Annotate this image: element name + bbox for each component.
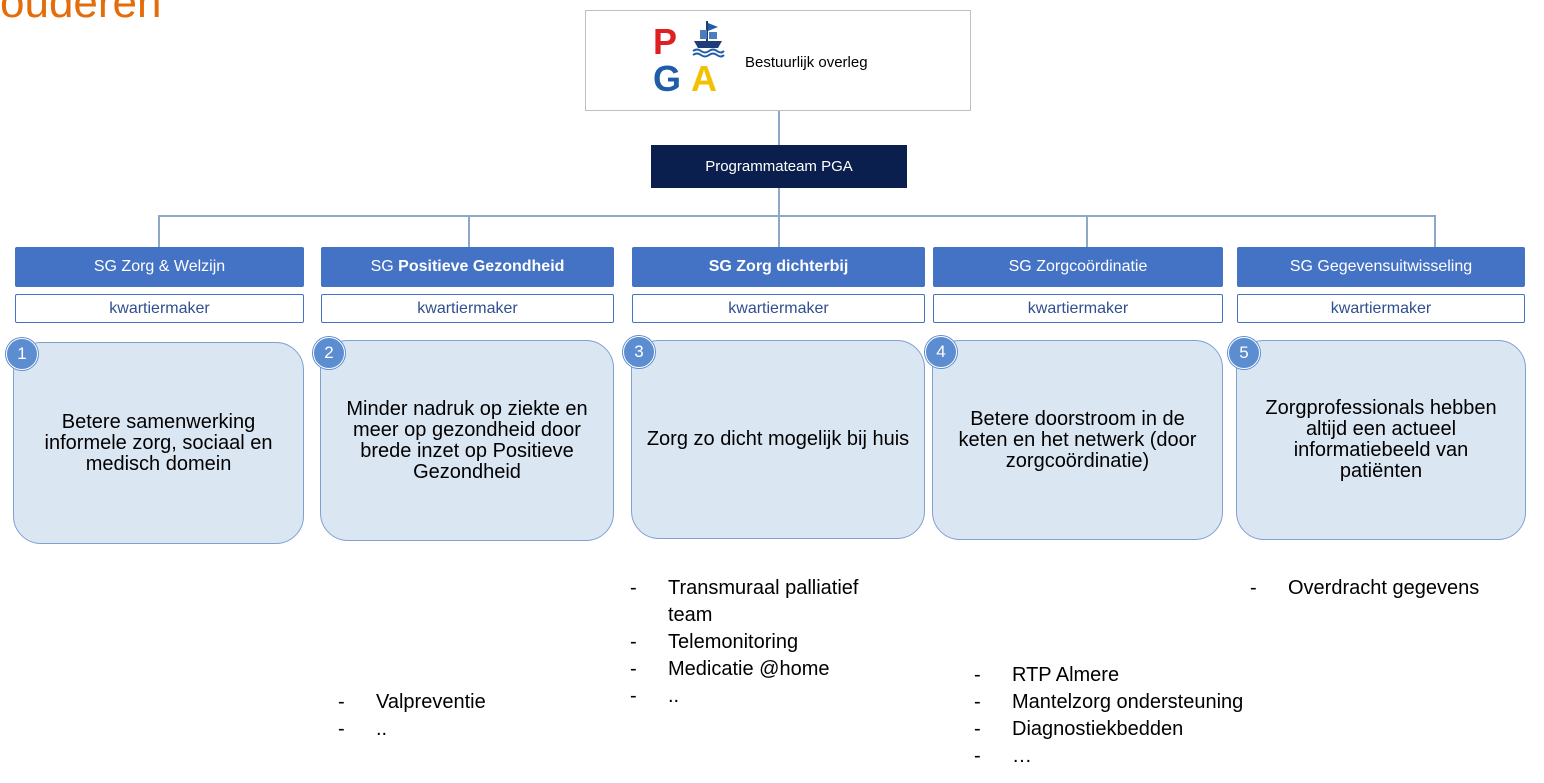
list-item: Telemonitoring xyxy=(626,629,926,656)
role-box-4: kwartiermaker xyxy=(933,294,1223,323)
goal-card-3: Zorg zo dicht mogelijk bij huis xyxy=(631,340,925,539)
list-item: … xyxy=(970,743,1350,770)
sg-header-gegevensuitwisseling: SG Gegevensuitwisseling xyxy=(1237,247,1525,287)
step-number-3: 3 xyxy=(623,336,655,368)
goal-card-5: Zorgprofessionals hebben altijd een actu… xyxy=(1236,340,1526,540)
goal-text: Zorgprofessionals hebben altijd een actu… xyxy=(1265,397,1497,482)
sg-header-positieve-gezondheid: SG Positieve Gezondheid xyxy=(321,247,614,287)
list-item: Overdracht gegevens xyxy=(1246,575,1544,602)
connector-top xyxy=(778,111,780,145)
role-box-3: kwartiermaker xyxy=(632,294,925,323)
role-label: kwartiermaker xyxy=(1027,299,1129,317)
step-number-label: 5 xyxy=(1239,343,1249,362)
connector-horizontal xyxy=(158,215,1435,217)
goal-card-4: Betere doorstroom in de keten en het net… xyxy=(932,340,1223,540)
page-title: ouderen xyxy=(0,0,162,27)
sg-name: Zorg & Welzijn xyxy=(121,258,226,275)
sg-prefix: SG xyxy=(93,258,117,275)
connector-program xyxy=(778,188,780,216)
program-team-label: Programmateam PGA xyxy=(705,158,853,175)
goal-card-2: Minder nadruk op ziekte en meer op gezon… xyxy=(320,340,614,541)
step-number-5: 5 xyxy=(1228,337,1260,369)
step-number-label: 1 xyxy=(17,344,27,363)
sg-prefix: SG xyxy=(708,258,732,275)
sg-prefix: SG xyxy=(1289,258,1313,275)
sg-header-zorgcoordinatie: SG Zorgcoördinatie xyxy=(933,247,1223,287)
logo-letter-a: A xyxy=(691,58,717,99)
governance-title: Bestuurlijk overleg xyxy=(745,54,868,71)
step-number-label: 3 xyxy=(634,342,644,361)
sg-name: Zorgcoördinatie xyxy=(1036,258,1148,275)
pga-logo: P G A xyxy=(653,20,725,100)
connector-drop-2 xyxy=(468,215,470,247)
connector-drop-4 xyxy=(1086,215,1088,247)
step-number-label: 4 xyxy=(936,342,946,361)
list-item: Transmuraal palliatief team xyxy=(626,575,878,629)
connector-drop-3 xyxy=(778,215,780,247)
step-number-4: 4 xyxy=(925,336,957,368)
list-item: .. xyxy=(626,683,926,710)
role-label: kwartiermaker xyxy=(109,299,210,317)
initiatives-list-3: Transmuraal palliatief team Telemonitori… xyxy=(626,575,926,710)
ship-icon xyxy=(692,21,725,58)
list-item: RTP Almere xyxy=(970,662,1350,689)
goal-card-1: Betere samenwerking informele zorg, soci… xyxy=(13,342,304,544)
goal-text: Zorg zo dicht mogelijk bij huis xyxy=(646,428,910,450)
step-number-label: 2 xyxy=(324,343,334,362)
role-label: kwartiermaker xyxy=(1330,299,1432,317)
list-item: Valpreventie xyxy=(334,689,574,716)
connector-drop-1 xyxy=(158,215,160,247)
connector-drop-5 xyxy=(1434,215,1436,247)
goal-text: Betere samenwerking informele zorg, soci… xyxy=(44,410,273,475)
list-item: Diagnostiekbedden xyxy=(970,716,1350,743)
governance-box xyxy=(585,10,971,111)
logo-letter-g: G xyxy=(653,58,682,99)
sg-prefix: SG xyxy=(1008,258,1032,275)
list-item: .. xyxy=(334,716,574,743)
sg-header-zorg-welzijn: SG Zorg & Welzijn xyxy=(15,247,304,287)
role-box-5: kwartiermaker xyxy=(1237,294,1525,323)
role-label: kwartiermaker xyxy=(417,299,518,317)
step-number-1: 1 xyxy=(6,338,38,370)
initiatives-list-4: RTP Almere Mantelzorg ondersteuning Diag… xyxy=(970,662,1350,770)
role-box-2: kwartiermaker xyxy=(321,294,614,323)
sg-name: Gegevensuitwisseling xyxy=(1317,258,1473,275)
list-item: Mantelzorg ondersteuning xyxy=(970,689,1350,716)
step-number-2: 2 xyxy=(313,337,345,369)
initiatives-list-5: Overdracht gegevens xyxy=(1246,575,1544,602)
role-box-1: kwartiermaker xyxy=(15,294,304,323)
initiatives-list-2: Valpreventie .. xyxy=(334,689,574,743)
goal-text: Minder nadruk op ziekte en meer op gezon… xyxy=(346,397,588,483)
list-item: Medicatie @home xyxy=(626,656,926,683)
role-label: kwartiermaker xyxy=(728,299,829,317)
program-team-box: Programmateam PGA xyxy=(651,145,907,188)
sg-header-zorg-dichterbij: SG Zorg dichterbij xyxy=(632,247,925,287)
logo-letter-p: P xyxy=(653,21,678,62)
sg-name: Positieve Gezondheid xyxy=(398,258,565,275)
sg-name: Zorg dichterbij xyxy=(736,258,849,275)
sg-prefix: SG xyxy=(370,258,394,275)
goal-text: Betere doorstroom in de keten en het net… xyxy=(958,407,1197,472)
